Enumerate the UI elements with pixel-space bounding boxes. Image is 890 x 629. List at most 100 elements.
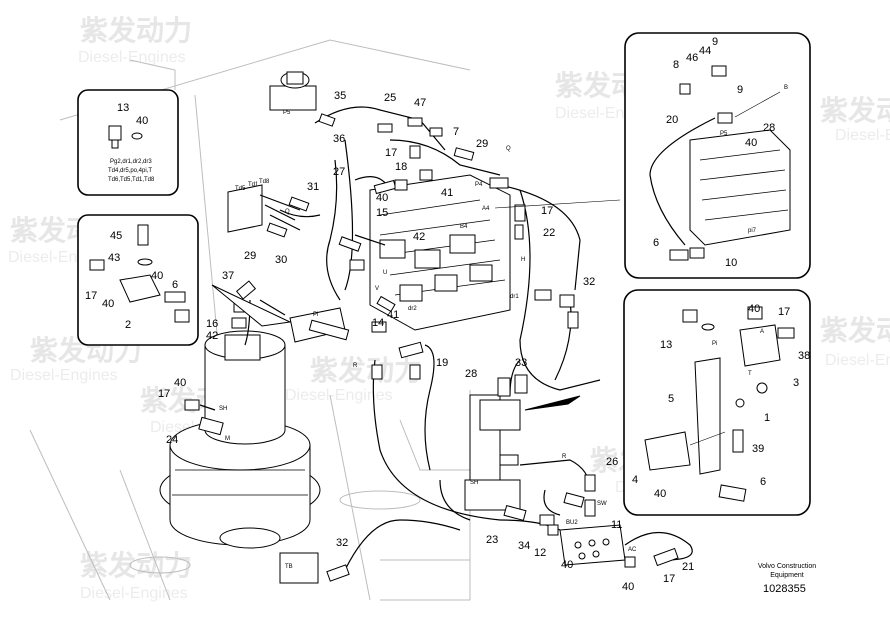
port-label: U — [383, 270, 387, 276]
port-label: AC — [628, 547, 637, 553]
callout-6: 6 — [760, 476, 766, 488]
port-label: Td8 — [259, 179, 270, 185]
port-t: T — [748, 371, 752, 377]
port-p5: P5 — [720, 131, 728, 137]
callout-21: 21 — [682, 561, 694, 573]
port-label: SH — [219, 406, 227, 412]
callout-6: 6 — [653, 237, 659, 249]
callout-41: 41 — [387, 309, 399, 321]
callout-42: 42 — [413, 231, 425, 243]
callout-28: 28 — [763, 122, 775, 134]
callout-46: 46 — [686, 52, 698, 64]
port-label: BU2 — [566, 520, 578, 526]
port-label: V — [375, 286, 379, 292]
callout-40: 40 — [174, 377, 186, 389]
main-port-labels: Q Q R R SH M SW BU2 AC Pi Td5 Td1 Td8 P4… — [219, 110, 637, 553]
callout-17: 17 — [158, 388, 170, 400]
callout-23: 23 — [486, 534, 498, 546]
callout-11: 11 — [611, 519, 622, 531]
inset-left: 45 43 40 17 40 6 2 — [77, 214, 199, 346]
watermark-text: 紫发动力 — [820, 314, 890, 346]
callout-40: 40 — [745, 137, 757, 149]
port-label: dr2 — [408, 306, 417, 312]
callout-40: 40 — [622, 581, 634, 593]
callout-32: 32 — [336, 537, 348, 549]
port-label: B4 — [460, 224, 468, 230]
callout-34: 34 — [518, 540, 530, 552]
pressure-switch-block — [559, 524, 626, 566]
callout-9: 9 — [737, 84, 743, 96]
callout-8: 8 — [673, 59, 679, 71]
callout-5: 5 — [668, 393, 674, 405]
port-label: R — [562, 454, 567, 460]
callout-31: 31 — [307, 181, 319, 193]
callout-17: 17 — [778, 306, 790, 318]
port-label: H — [521, 257, 525, 263]
callout-28: 28 — [465, 368, 477, 380]
control-valve — [369, 174, 511, 331]
callout-27: 27 — [333, 166, 345, 178]
watermark-text: 紫发动力 — [80, 549, 192, 581]
callout-47: 47 — [414, 97, 426, 109]
callout-14: 14 — [372, 317, 384, 329]
watermark-text: Diesel-Engines — [78, 49, 186, 66]
main-callouts: 35 25 47 7 29 36 17 18 27 31 40 41 17 22… — [158, 90, 694, 593]
callout-40: 40 — [102, 298, 114, 310]
swing-motor — [159, 330, 321, 549]
port-label: P5 — [283, 110, 291, 116]
callout-40: 40 — [151, 270, 163, 282]
callout-38: 38 — [798, 350, 810, 362]
watermark-text: Diesel-Engines — [835, 127, 890, 144]
port-label: M — [225, 436, 230, 442]
port-label: R — [353, 363, 358, 369]
callout-17: 17 — [85, 290, 97, 302]
callout-22: 22 — [543, 227, 555, 239]
callout-16: 16 — [206, 318, 218, 330]
terminal-block-tb: TB — [279, 552, 319, 584]
callout-1: 1 — [764, 412, 770, 424]
callout-40: 40 — [376, 192, 388, 204]
document-number: 1028355 — [763, 583, 806, 595]
callout-17: 17 — [663, 573, 675, 585]
callout-29: 29 — [476, 138, 488, 150]
port-list: Td4,dr5,po,4pi,T — [108, 168, 152, 174]
callout-37: 37 — [222, 270, 234, 282]
watermark-text: 紫发动力 — [310, 354, 422, 386]
callout-40: 40 — [561, 559, 573, 571]
port-pi: Pi — [712, 341, 717, 347]
callout-17: 17 — [541, 205, 553, 217]
callout-7: 7 — [453, 126, 459, 138]
port-label: Td5 — [235, 186, 246, 192]
callout-17: 17 — [385, 147, 397, 159]
callout-18: 18 — [395, 161, 407, 173]
callout-3: 3 — [793, 377, 799, 389]
port-list: Td6,Td5,Td1,Td8 — [108, 177, 155, 183]
callout-33: 33 — [515, 357, 527, 369]
callout-36: 36 — [333, 133, 345, 145]
port-label: Pi — [313, 312, 318, 318]
port-pi7: pi7 — [748, 228, 757, 234]
company-name: Volvo Construction — [758, 563, 816, 570]
port-list: Pg2,dr1,dr2,dr3 — [110, 159, 152, 165]
callout-40: 40 — [136, 115, 148, 127]
callout-20: 20 — [666, 114, 678, 126]
watermark-text: 紫发动力 — [820, 94, 890, 126]
callout-25: 25 — [384, 92, 396, 104]
fittings — [184, 113, 679, 582]
callout-19: 19 — [436, 357, 448, 369]
callout-43: 43 — [108, 252, 120, 264]
callout-15: 15 — [376, 207, 388, 219]
callout-32: 32 — [583, 276, 595, 288]
callout-40: 40 — [654, 488, 666, 500]
inset-pointers — [211, 199, 621, 411]
callout-9: 9 — [712, 36, 718, 48]
port-b: B — [784, 85, 788, 91]
inset-bottom-right: 40 17 13 38 3 5 1 39 4 40 6 A Pi T — [623, 289, 811, 516]
watermark-text: 紫发动力 — [80, 14, 192, 46]
callout-30: 30 — [275, 254, 287, 266]
svg-text:TB: TB — [285, 564, 293, 570]
watermark-text: Diesel-Engines — [285, 387, 393, 404]
port-label: Q — [506, 146, 511, 152]
callout-44: 44 — [699, 45, 711, 57]
